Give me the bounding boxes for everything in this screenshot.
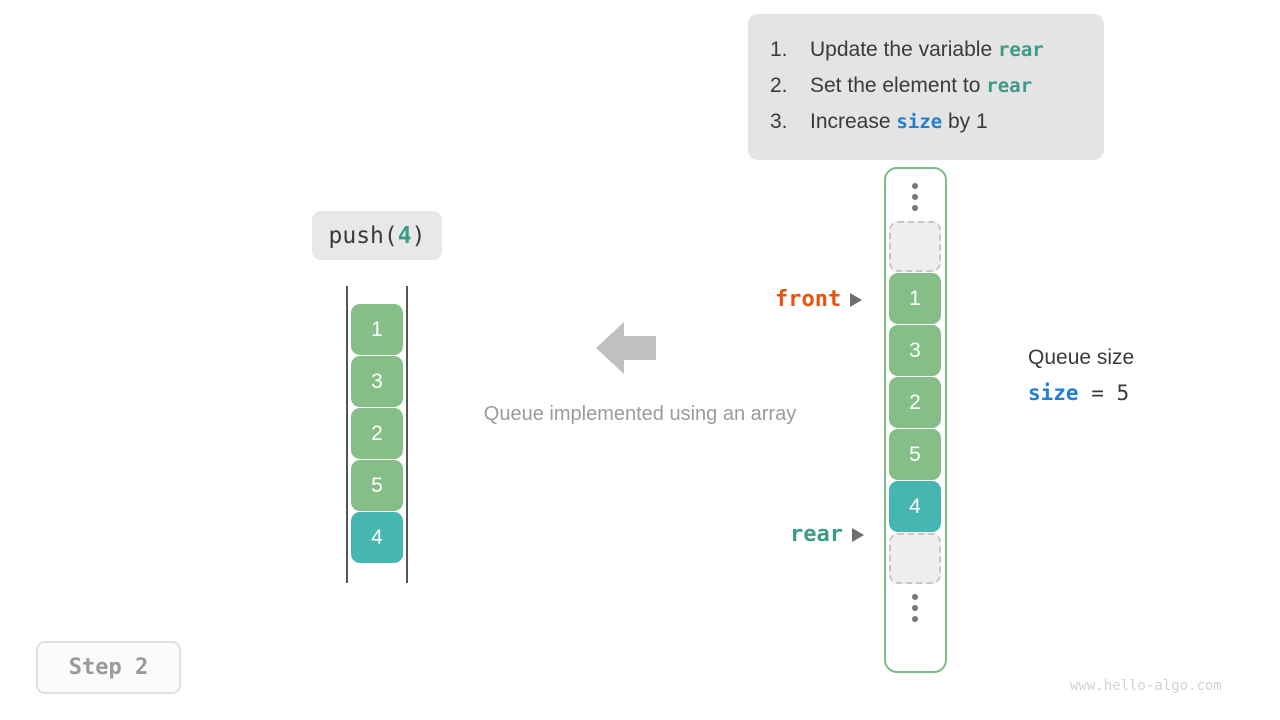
backing-array-container: 1 3 2 5 4 xyxy=(884,167,947,673)
instruction-box: 1. Update the variable rear 2. Set the e… xyxy=(748,14,1104,160)
vertical-ellipsis-icon-top xyxy=(889,174,941,220)
instruction-step-1-text: Update the variable rear xyxy=(810,32,1044,68)
vertical-ellipsis-icon-bottom xyxy=(889,585,941,631)
instruction-step-2-number: 2. xyxy=(770,74,788,97)
operation-close-paren: ) xyxy=(411,222,426,249)
operation-argument: 4 xyxy=(397,222,412,249)
ellipsis-dot xyxy=(912,205,918,211)
instruction-step-1: 1. Update the variable rear xyxy=(770,32,1080,68)
diagram-caption: Queue implemented using an array xyxy=(483,403,797,425)
front-pointer-text: front xyxy=(775,287,842,312)
queue-size-block: Queue size size = 5 xyxy=(1028,343,1134,405)
instruction-step-1-code: rear xyxy=(997,39,1044,61)
ellipsis-dot xyxy=(912,616,918,622)
array-cell: 3 xyxy=(889,325,941,376)
pointer-arrow-icon xyxy=(851,527,864,542)
instruction-step-2: 2. Set the element to rear xyxy=(770,68,1080,104)
operation-label: push(4) xyxy=(312,211,442,260)
ellipsis-dot xyxy=(912,594,918,600)
step-badge: Step 2 xyxy=(36,641,181,694)
ellipsis-dot xyxy=(912,605,918,611)
queue-cell: 1 xyxy=(351,304,403,355)
front-pointer-label: front xyxy=(775,287,863,312)
operation-name: push( xyxy=(328,222,398,249)
left-arrow-icon xyxy=(596,322,656,374)
queue-size-variable: size xyxy=(1028,381,1079,405)
rear-pointer-text: rear xyxy=(790,522,843,547)
queue-cell: 5 xyxy=(351,460,403,511)
instruction-step-3: 3. Increase size by 1 xyxy=(770,104,1080,140)
instruction-step-3-before: Increase xyxy=(810,110,897,133)
queue-cell: 3 xyxy=(351,356,403,407)
pointer-arrow-icon xyxy=(850,292,863,307)
ellipsis-dot xyxy=(912,194,918,200)
queue-size-equals: = xyxy=(1078,381,1117,405)
array-cell-empty xyxy=(889,533,941,584)
instruction-step-1-before: Update the variable xyxy=(810,38,998,61)
instruction-step-2-text: Set the element to rear xyxy=(810,68,1032,104)
array-cell: 1 xyxy=(889,273,941,324)
queue-cell: 2 xyxy=(351,408,403,459)
array-cell: 2 xyxy=(889,377,941,428)
array-rail-left xyxy=(346,286,348,583)
array-cell-highlighted: 4 xyxy=(889,481,941,532)
ellipsis-dot xyxy=(912,183,918,189)
instruction-step-3-number: 3. xyxy=(770,110,788,133)
logical-queue-cells: 1 3 2 5 4 xyxy=(351,304,403,563)
backing-array-cells: 1 3 2 5 4 xyxy=(889,174,941,631)
array-cell: 5 xyxy=(889,429,941,480)
instruction-step-2-before: Set the element to xyxy=(810,74,987,97)
array-cell-empty xyxy=(889,221,941,272)
watermark: www.hello-algo.com xyxy=(1070,678,1222,694)
instruction-step-2-code: rear xyxy=(986,75,1033,97)
queue-size-title: Queue size xyxy=(1028,346,1135,369)
instruction-step-3-after: by 1 xyxy=(942,110,988,133)
logical-queue-array: 1 3 2 5 4 xyxy=(346,286,408,583)
instruction-step-1-number: 1. xyxy=(770,38,788,61)
queue-size-expression: size = 5 xyxy=(1028,381,1134,405)
queue-size-value: 5 xyxy=(1116,381,1130,405)
instruction-step-3-text: Increase size by 1 xyxy=(810,104,988,140)
rear-pointer-label: rear xyxy=(790,522,864,547)
instruction-step-3-code: size xyxy=(896,111,943,133)
array-rail-right xyxy=(406,286,408,583)
queue-cell-highlighted: 4 xyxy=(351,512,403,563)
